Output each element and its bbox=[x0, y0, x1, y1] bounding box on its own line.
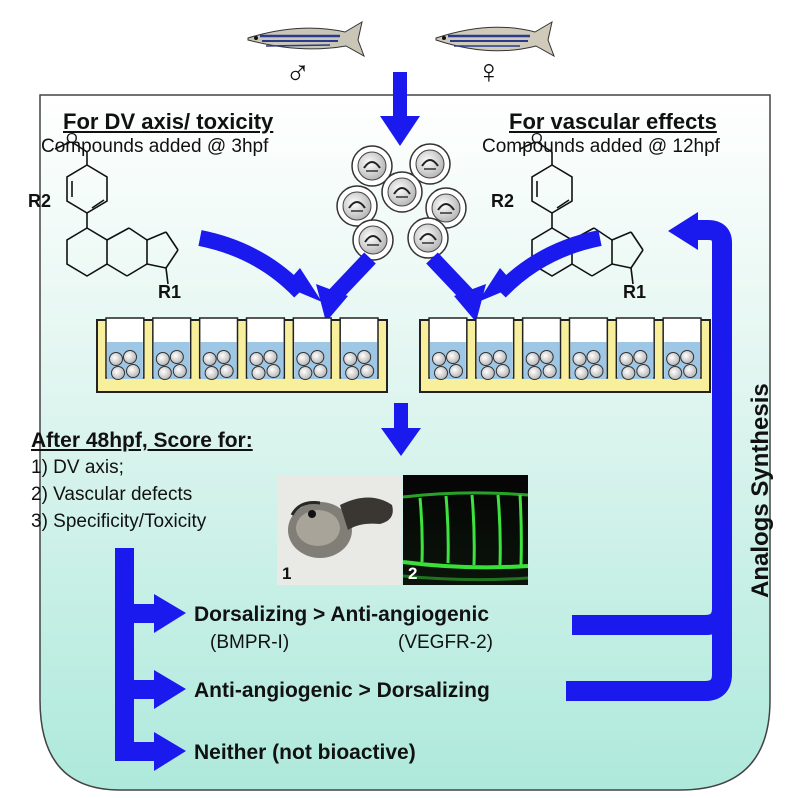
right-heading: For vascular effects bbox=[509, 109, 717, 134]
embryo-cluster bbox=[336, 143, 467, 261]
left-well-plate bbox=[96, 317, 388, 393]
score-heading: After 48hpf, Score for: bbox=[31, 429, 253, 452]
male-zebrafish-icon bbox=[247, 20, 365, 58]
left-chemical-structure bbox=[54, 141, 179, 285]
analogs-synthesis-loop-arrow bbox=[566, 212, 732, 701]
arrow-compound-to-right-plate bbox=[478, 230, 602, 302]
outcome-branch-arrows bbox=[115, 548, 186, 771]
embryo-egg bbox=[381, 171, 423, 213]
female-symbol: ♀ bbox=[476, 53, 502, 91]
plate-well bbox=[292, 317, 332, 380]
plate-well bbox=[339, 317, 379, 380]
plate-well bbox=[615, 317, 655, 380]
plate-well bbox=[662, 317, 702, 380]
arrow-fish-to-embryos bbox=[380, 72, 420, 146]
embryo-egg bbox=[407, 217, 449, 259]
arrow-embryos-to-right-plate bbox=[426, 252, 486, 322]
plate-well bbox=[568, 317, 609, 380]
right-r2-label: R2 bbox=[491, 191, 515, 211]
male-symbol: ♂ bbox=[285, 53, 311, 91]
left-oxygen-label: O bbox=[66, 130, 78, 147]
left-heading: For DV axis/ toxicity bbox=[63, 109, 274, 134]
analogs-synthesis-label: Analogs Synthesis bbox=[747, 383, 774, 598]
plate-well bbox=[428, 317, 468, 380]
plate-well bbox=[521, 317, 562, 380]
arrow-compound-to-left-plate bbox=[198, 230, 322, 302]
plate-well bbox=[245, 317, 286, 380]
outcome-dorsalizing: Dorsalizing > Anti-angiogenic bbox=[194, 603, 489, 626]
plate-well bbox=[152, 317, 192, 380]
score-item-specificity: 3) Specificity/Toxicity bbox=[31, 511, 207, 532]
plate-well bbox=[475, 317, 515, 380]
plate-well bbox=[105, 317, 145, 380]
embryo-egg bbox=[425, 187, 467, 229]
embryo-panel-number: 1 bbox=[282, 564, 292, 583]
vascular-panel-number: 2 bbox=[408, 564, 418, 583]
left-r2-label: R2 bbox=[28, 191, 52, 211]
right-oxygen-label: O bbox=[531, 130, 543, 147]
outcome-target-vegfr: (VEGFR-2) bbox=[398, 632, 493, 653]
right-well-plate bbox=[419, 317, 711, 393]
outcome-target-bmpr: (BMPR-I) bbox=[210, 632, 290, 653]
left-r1-label: R1 bbox=[158, 282, 182, 302]
vascular-fluorescence-image bbox=[402, 475, 529, 585]
score-item-vascular: 2) Vascular defects bbox=[31, 484, 193, 505]
right-r1-label: R1 bbox=[623, 282, 647, 302]
left-subheading: Compounds added @ 3hpf bbox=[41, 136, 269, 157]
dorsalized-embryo-image bbox=[277, 475, 401, 585]
arrow-plates-to-images bbox=[381, 403, 421, 456]
outcome-anti-angiogenic: Anti-angiogenic > Dorsalizing bbox=[194, 679, 490, 702]
embryo-egg bbox=[351, 145, 393, 187]
embryo-egg bbox=[336, 185, 378, 227]
score-item-dv-axis: 1) DV axis; bbox=[31, 457, 124, 478]
plate-well bbox=[198, 317, 239, 380]
outcome-neither: Neither (not bioactive) bbox=[194, 741, 416, 764]
female-zebrafish-icon bbox=[435, 20, 555, 58]
arrow-embryos-to-left-plate bbox=[316, 252, 376, 322]
embryo-egg bbox=[409, 143, 451, 185]
right-subheading: Compounds added @ 12hpf bbox=[482, 136, 720, 157]
embryo-egg bbox=[352, 219, 394, 261]
